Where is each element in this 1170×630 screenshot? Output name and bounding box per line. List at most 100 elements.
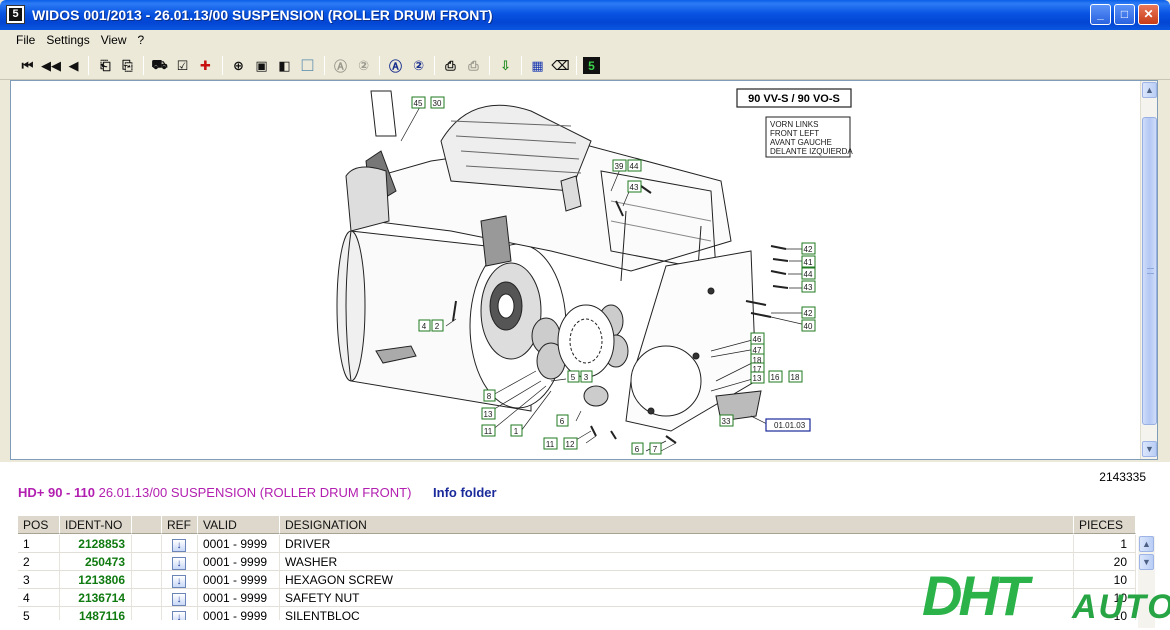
ident-number[interactable]: 250473 [60,553,132,571]
callout[interactable]: 16 [768,370,783,383]
first-icon[interactable]: ⏮ [21,57,34,73]
callout[interactable]: 3 [580,370,593,383]
table-scrollbar[interactable]: ▲ ▼ [1138,536,1155,628]
table-scroll-down-icon[interactable]: ▼ [1139,554,1154,570]
callout[interactable]: 47 [750,343,765,356]
table-row[interactable]: 4 2136714 ↓ 0001 - 9999 SAFETY NUT 10 [18,589,1136,607]
title-bar[interactable]: 5 WIDOS 001/2013 - 26.01.13/00 SUSPENSIO… [0,0,1170,30]
col-designation[interactable]: DESIGNATION [280,516,1074,534]
callout[interactable]: 43 [801,280,816,293]
callout[interactable]: 42 [801,242,816,255]
toolbar-separator [521,56,522,75]
print-preview-icon[interactable]: ⎙ [468,57,479,73]
prev-icon[interactable]: ◀ [68,57,79,73]
col-pos[interactable]: POS [18,516,60,534]
col-pieces[interactable]: PIECES [1074,516,1136,534]
add-red-cross-icon[interactable]: ✚ [200,57,211,73]
callout[interactable]: 41 [801,255,816,268]
callout[interactable]: 11 [481,424,496,437]
frame-icon[interactable]: □ [301,54,314,76]
scroll-thumb[interactable] [1142,117,1157,425]
table-row[interactable]: 2 250473 ↓ 0001 - 9999 WASHER 20 [18,553,1136,571]
search-2-active-icon[interactable]: ② [412,57,424,73]
callout[interactable]: 8 [483,389,496,402]
exploded-drawing[interactable]: 90 VV-S / 90 VO-S VORN LINKS FRONT LEFT … [11,81,1141,459]
ref-arrow-icon[interactable]: ↓ [172,557,186,570]
callout[interactable]: 1 [510,424,523,437]
menu-view[interactable]: View [100,33,127,47]
callout[interactable]: 44 [801,267,816,280]
callout[interactable]: 12 [563,437,578,450]
svg-text:12: 12 [566,440,575,449]
ident-number[interactable]: 1487116 [60,607,132,620]
col-valid[interactable]: VALID [198,516,280,534]
ref-arrow-icon[interactable]: ↓ [172,539,186,552]
callout[interactable]: 4 [418,319,431,332]
table-row[interactable]: 1 2128853 ↓ 0001 - 9999 DRIVER 1 [18,535,1136,553]
maximize-button[interactable]: □ [1114,4,1135,25]
exploded-drawing-view[interactable]: 90 VV-S / 90 VO-S VORN LINKS FRONT LEFT … [10,80,1158,460]
page-icon[interactable]: ▣ [255,57,268,73]
scroll-down-icon[interactable]: ▼ [1142,441,1157,457]
menu-settings[interactable]: Settings [46,33,90,47]
callout[interactable]: 40 [801,319,816,332]
ident-number[interactable]: 2128853 [60,535,132,553]
ref-arrow-icon[interactable]: ↓ [172,593,186,606]
print-icon[interactable]: ⎙ [445,57,456,73]
callout[interactable]: 39 [612,159,627,172]
reference-label[interactable]: 01.01.03 [774,421,806,430]
callout[interactable]: 2 [431,319,444,332]
info-folder-link[interactable]: Info folder [433,485,497,500]
search-a-icon[interactable]: Ⓐ [333,59,347,74]
callout[interactable]: 33 [719,414,734,427]
callout[interactable]: 42 [801,306,816,319]
close-button[interactable]: ✕ [1138,4,1159,25]
page-fit-icon[interactable]: ◧ [278,57,291,73]
callout[interactable]: 6 [631,442,644,455]
callout[interactable]: 30 [430,96,445,109]
cart-icon[interactable]: ⛟ [151,56,168,72]
callout[interactable]: 13 [481,407,496,420]
callout[interactable]: 18 [788,370,803,383]
menu-file[interactable]: File [16,33,36,47]
direction-box [765,116,851,158]
col-ref[interactable]: REF [162,516,198,534]
checklist-icon[interactable]: ☑ [176,57,189,73]
reference-label-box[interactable] [765,418,811,432]
widos-app-icon[interactable]: 5 [6,5,25,24]
ref-arrow-icon[interactable]: ↓ [172,611,186,620]
toolbar: ⏮ ◀◀ ◀ ⎗ ⎘ ⛟ ☑ ✚ ⊕ ▣ ◧ □ Ⓐ ② Ⓐ ② ⎙ ⎙ ⇩ ▦… [0,52,1170,80]
callout[interactable]: 46 [750,332,765,345]
scroll-up-icon[interactable]: ▲ [1142,82,1157,98]
grid-icon[interactable]: ▦ [531,57,544,73]
drawing-scrollbar[interactable]: ▲ ▼ [1140,81,1157,459]
callout[interactable]: 7 [649,442,662,455]
minimize-button[interactable]: _ [1090,4,1111,25]
eraser-icon[interactable]: ⌫ [551,57,570,73]
search-2-icon[interactable]: ② [357,57,369,73]
doc-forward-icon[interactable]: ⎘ [122,57,133,73]
menu-help[interactable]: ? [137,33,145,47]
prev-fast-icon[interactable]: ◀◀ [41,57,61,73]
callout[interactable]: 11 [543,437,558,450]
table-row[interactable]: 3 1213806 ↓ 0001 - 9999 HEXAGON SCREW 10 [18,571,1136,589]
callout[interactable]: 43 [627,180,642,193]
table-row[interactable]: 5 1487116 ↓ 0001 - 9999 SILENTBLOC 10 [18,607,1136,620]
callout[interactable]: 13 [750,371,765,384]
ident-number[interactable]: 2136714 [60,589,132,607]
svg-text:30: 30 [433,99,442,108]
doc-back-icon[interactable]: ⎗ [100,57,111,73]
export-icon[interactable]: ⇩ [500,57,511,73]
callout[interactable]: 44 [627,159,642,172]
zoom-in-icon[interactable]: ⊕ [233,57,244,73]
callout[interactable]: 6 [556,414,569,427]
callout[interactable]: 45 [411,96,426,109]
parts-info-panel: 2143335 HD+ 90 - 110 26.01.13/00 SUSPENS… [0,462,1170,630]
widos-icon[interactable]: 5 [583,57,600,74]
callout[interactable]: 5 [567,370,580,383]
ref-arrow-icon[interactable]: ↓ [172,575,186,588]
ident-number[interactable]: 1213806 [60,571,132,589]
search-a-active-icon[interactable]: Ⓐ [388,59,402,74]
table-scroll-up-icon[interactable]: ▲ [1139,536,1154,552]
col-ident[interactable]: IDENT-NO [60,516,132,534]
